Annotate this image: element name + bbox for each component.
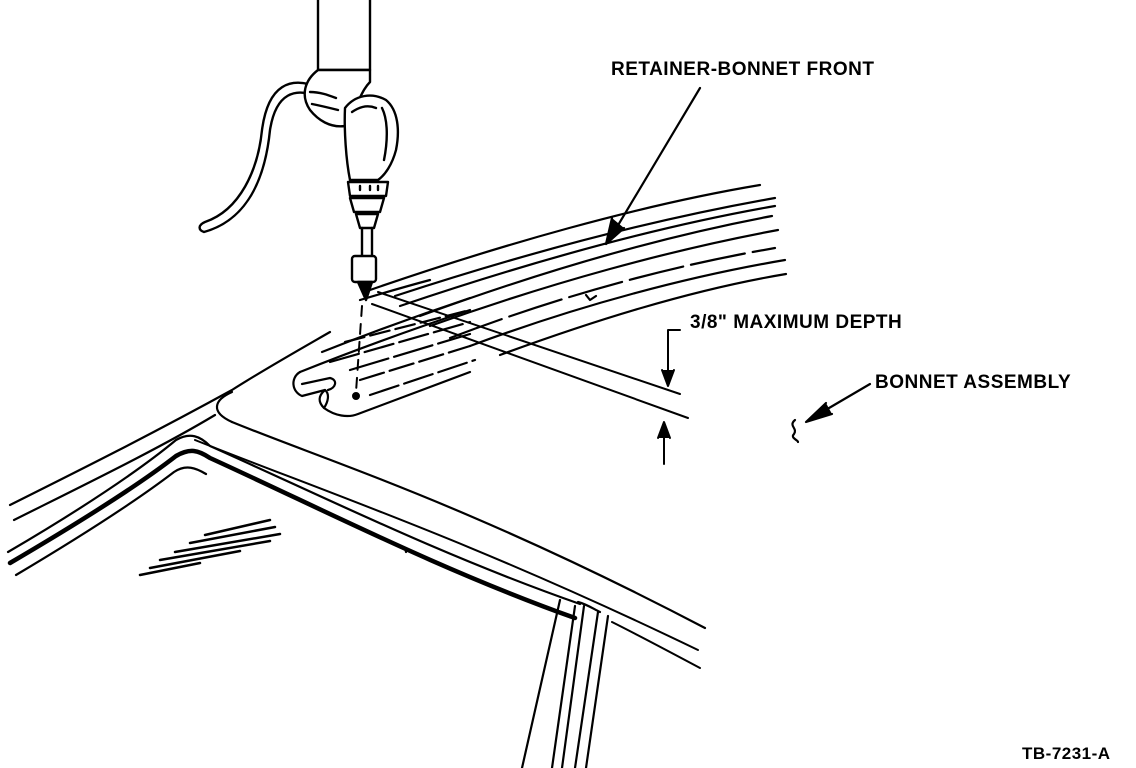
depth-label: 3/8" MAXIMUM DEPTH [690, 312, 903, 333]
retainer-bonnet-front [293, 185, 786, 416]
retainer-label: RETAINER-BONNET FRONT [611, 59, 875, 80]
drill-icon [200, 0, 398, 300]
window-pillar [522, 600, 608, 768]
bonnet-assembly-label: BONNET ASSEMBLY [875, 372, 1072, 393]
drill-path [353, 306, 362, 399]
glass-reflection [140, 520, 280, 575]
roof-right-edge [612, 622, 700, 668]
bonnet-roof [8, 332, 705, 650]
leader-lines [606, 88, 870, 442]
figure-id-label: TB-7231-A [1022, 744, 1111, 763]
depth-dimension [372, 292, 688, 464]
